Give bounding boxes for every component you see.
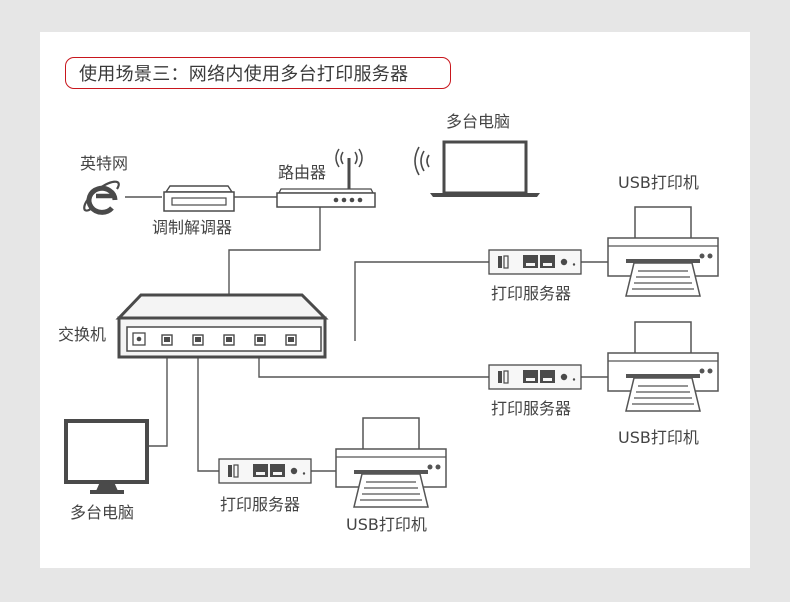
cable-switch-desktop — [147, 345, 168, 447]
printer-1-icon — [607, 206, 719, 297]
cable-switch-printserver-1 — [354, 261, 489, 341]
modem-label: 调制解调器 — [152, 218, 233, 237]
desktop-label: 多台电脑 — [70, 503, 135, 522]
router-label: 路由器 — [278, 163, 327, 182]
printer-2-icon — [607, 321, 719, 412]
print-server-3-label: 打印服务器 — [220, 495, 301, 514]
switch-label: 交换机 — [58, 325, 107, 344]
print-server-1-icon — [488, 249, 582, 275]
print-server-2-icon — [488, 364, 582, 390]
internet-icon — [83, 180, 120, 215]
print-server-2-label: 打印服务器 — [491, 399, 572, 418]
diagram-title-text: 使用场景三：网络内使用多台打印服务器 — [79, 64, 409, 85]
printer-2-label: USB打印机 — [618, 428, 699, 447]
switch-icon — [115, 293, 329, 359]
cable-switch-printserver-3 — [197, 345, 219, 472]
modem-icon — [163, 185, 235, 212]
printer-3-label: USB打印机 — [346, 515, 427, 534]
cable-router-switch — [228, 207, 321, 336]
laptop-label: 多台电脑 — [446, 112, 511, 131]
desktop-monitor-icon — [64, 419, 149, 494]
print-server-1-label: 打印服务器 — [491, 284, 572, 303]
router-icon — [276, 148, 376, 208]
internet-label: 英特网 — [80, 154, 129, 173]
laptop-icon — [430, 140, 540, 197]
printer-1-label: USB打印机 — [618, 173, 699, 192]
diagram-title: 使用场景三：网络内使用多台打印服务器 — [65, 57, 451, 89]
print-server-3-icon — [218, 458, 312, 484]
printer-3-icon — [335, 417, 447, 508]
wifi-signal-icon — [414, 146, 430, 176]
